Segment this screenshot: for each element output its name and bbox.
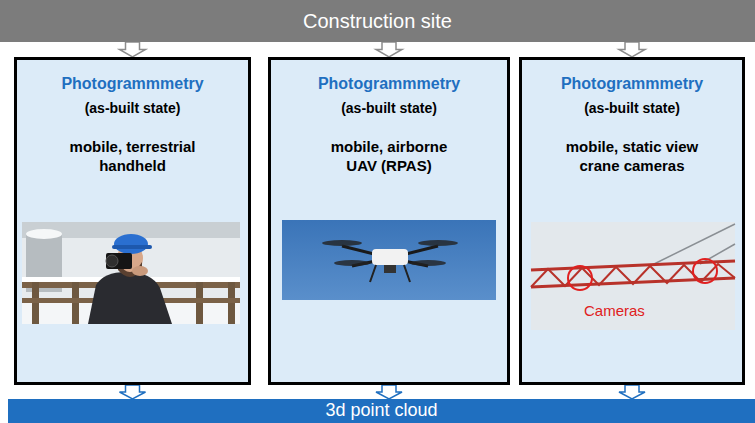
method-box: Photogrammmetry (as-built state) mobile, s… xyxy=(519,57,745,385)
handheld-photo-part xyxy=(114,234,148,254)
flow-arrow xyxy=(376,42,402,57)
crane-photo-part xyxy=(650,224,735,266)
handheld-photo xyxy=(22,222,240,324)
drone-photo-part xyxy=(404,265,410,282)
drone-photo-part xyxy=(410,260,446,266)
method-box: Photogrammmetry (as-built state) mobile, t… xyxy=(14,57,251,385)
band-title: Construction site xyxy=(303,8,452,34)
crane-photo-part xyxy=(693,259,717,283)
drone-photo-part xyxy=(322,240,362,246)
box-fill-part xyxy=(14,57,251,385)
drone-photo-part xyxy=(282,220,496,300)
handheld-photo-part xyxy=(88,272,172,324)
drone-photo-part xyxy=(334,260,370,266)
method-heading: Photogrammmetry xyxy=(61,74,203,95)
source-band: Construction site xyxy=(0,0,755,42)
crane-photo-part xyxy=(531,222,735,330)
band-title: 3d point cloud xyxy=(325,399,437,422)
crane-photo-part xyxy=(568,266,592,290)
method-subheading: (as-built state) xyxy=(584,99,680,117)
flow-arrow xyxy=(120,385,146,399)
flow-arrow xyxy=(619,385,645,399)
handheld-photo-part xyxy=(26,229,62,239)
method-description: mobile, terrestrial handheld xyxy=(48,137,218,176)
drone-photo-part xyxy=(384,265,396,273)
box-fill xyxy=(14,57,745,385)
crane-photo-part xyxy=(531,261,735,270)
handheld-photo-part xyxy=(106,255,118,267)
callout-label: Cameras xyxy=(582,302,647,319)
result-band: 3d point cloud xyxy=(8,399,755,423)
handheld-photo-part xyxy=(22,222,240,324)
method-box: Photogrammmetry (as-built state) mobile, a… xyxy=(268,57,510,385)
handheld-photo-part xyxy=(112,245,152,249)
method-heading: Photogrammmetry xyxy=(318,74,460,95)
drone-photo-part xyxy=(418,240,458,246)
drone-photo-part xyxy=(372,249,408,265)
method-description: mobile, airborne UAV (RPAS) xyxy=(319,137,459,176)
method-heading: Photogrammmetry xyxy=(561,74,703,95)
handheld-photo-part xyxy=(132,266,148,276)
flow-arrow xyxy=(619,42,645,57)
drone-photo-part xyxy=(370,265,376,282)
box-fill-part xyxy=(519,57,745,385)
crane-photo xyxy=(531,222,735,330)
drone-photo xyxy=(282,220,496,300)
flow-arrow xyxy=(376,385,402,399)
method-subheading: (as-built state) xyxy=(341,99,437,117)
method-description: mobile, static view crane cameras xyxy=(550,137,715,176)
method-subheading: (as-built state) xyxy=(85,99,181,117)
box-fill-part xyxy=(268,57,510,385)
handheld-photo-part xyxy=(106,253,132,269)
flow-arrow xyxy=(120,42,146,57)
